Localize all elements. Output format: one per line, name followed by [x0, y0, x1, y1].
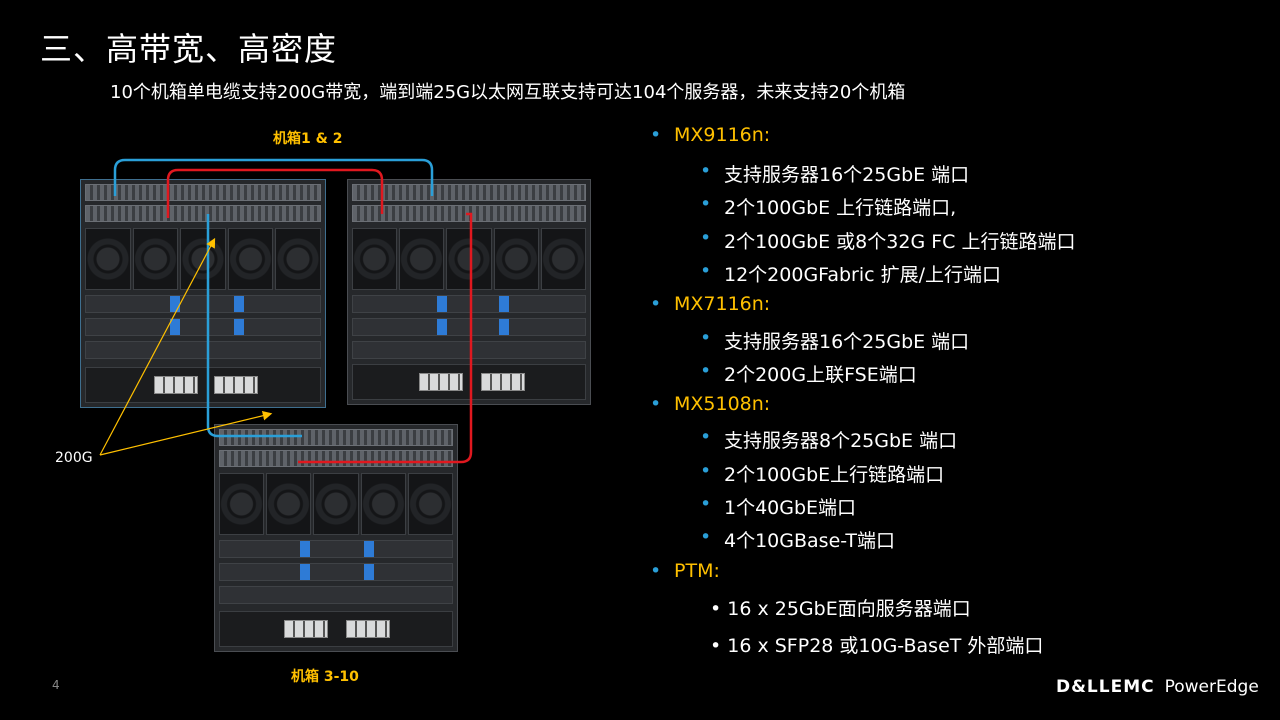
spec-item: 1个40GbE端口 [700, 493, 856, 520]
spec-item: 12个200GFabric 扩展/上行端口 [700, 260, 1001, 287]
fan-icon [352, 228, 398, 290]
io-row [219, 563, 453, 581]
spec-item: 支持服务器8个25GbE 端口 [700, 426, 957, 453]
bandwidth-label: 200G [55, 450, 93, 466]
fan-icon [540, 228, 587, 290]
io-row [352, 318, 586, 336]
fan-icon [407, 473, 454, 535]
io-row [85, 295, 321, 313]
page-number: 4 [52, 678, 60, 692]
red-cable [166, 168, 384, 218]
fan-icon [219, 473, 265, 535]
psu-bay [352, 364, 586, 400]
spec-item: 支持服务器16个25GbE 端口 [700, 160, 969, 187]
psu-bay [219, 611, 453, 647]
spec-item: • 16 x 25GbE面向服务器端口 [710, 598, 971, 620]
chassis-2-image [347, 179, 591, 405]
switch-module [352, 184, 586, 201]
spec-item: 2个200G上联FSE端口 [700, 360, 917, 387]
red-cable [298, 212, 473, 464]
spec-item: • 16 x SFP28 或10G-BaseT 外部端口 [710, 635, 1044, 657]
chassis-3-image [214, 424, 458, 652]
psu-bay [85, 367, 321, 403]
module-heading: MX9116n: [650, 124, 770, 146]
fan-icon [266, 473, 312, 535]
fan-bay [219, 473, 454, 535]
pointer-arrow [99, 237, 216, 456]
spec-item: 支持服务器16个25GbE 端口 [700, 327, 969, 354]
io-row [352, 341, 586, 359]
blue-cable [113, 158, 434, 196]
slide-title: 三、高带宽、高密度 [40, 30, 338, 68]
switch-module [219, 429, 453, 446]
module-heading: MX7116n: [650, 293, 770, 315]
chassis-caption-bottom: 机箱 3-10 [291, 669, 359, 685]
chassis-caption-top: 机箱1 & 2 [273, 131, 343, 147]
chassis-1-image [80, 179, 326, 408]
fan-bay [352, 228, 587, 290]
fan-icon [85, 228, 131, 290]
fan-icon [275, 228, 321, 290]
io-row [85, 318, 321, 336]
pointer-arrow [99, 411, 273, 456]
spec-item: 2个100GbE 上行链路端口, [700, 193, 956, 220]
dell-emc-logo: D&LLEMC [1056, 677, 1155, 697]
fan-bay [85, 228, 321, 290]
fan-icon [446, 228, 492, 290]
io-row [219, 586, 453, 604]
fan-icon [399, 228, 445, 290]
fan-icon [493, 228, 539, 290]
fan-icon [313, 473, 359, 535]
module-heading: PTM: [650, 560, 720, 582]
fan-icon [180, 228, 226, 290]
switch-module [85, 205, 321, 222]
poweredge-logo: PowerEdge [1164, 677, 1259, 697]
io-row [85, 341, 321, 359]
spec-item: 4个10GBase-T端口 [700, 526, 895, 553]
io-row [352, 295, 586, 313]
module-heading: MX5108n: [650, 393, 770, 415]
spec-item: 2个100GbE 或8个32G FC 上行链路端口 [700, 227, 1075, 254]
switch-module [85, 184, 321, 201]
blue-cable [206, 214, 302, 438]
brand-logo: D&LLEMC PowerEdge [1056, 677, 1259, 697]
fan-icon [227, 228, 274, 290]
io-row [219, 540, 453, 558]
fan-icon [132, 228, 179, 290]
slide-subtitle: 10个机箱单电缆支持200G带宽，端到端25G以太网互联支持可达104个服务器，… [110, 82, 906, 103]
spec-item: 2个100GbE上行链路端口 [700, 460, 944, 487]
fan-icon [360, 473, 406, 535]
